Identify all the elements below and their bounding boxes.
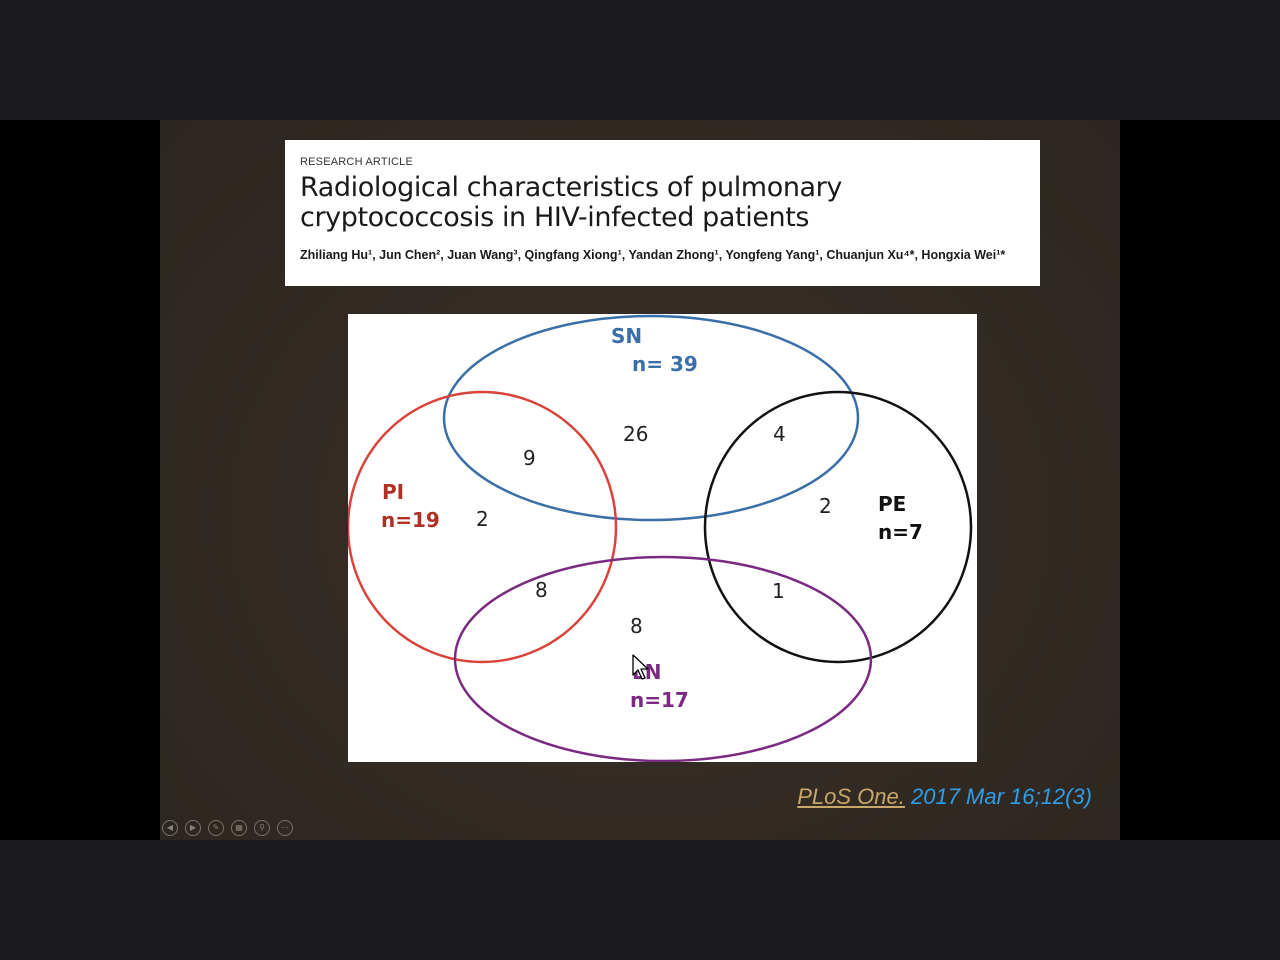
article-header-image: RESEARCH ARTICLE Radiological characteri… (285, 140, 1040, 286)
ln-ellipse (453, 555, 873, 762)
pi-count-label: n=19 (381, 508, 440, 532)
ln-count-label: n=17 (630, 688, 689, 712)
article-authors: Zhiliang Hu¹, Jun Chen², Juan Wang³, Qin… (300, 248, 1006, 262)
more-icon[interactable]: ⋯ (277, 820, 293, 836)
region-pi-ln: 8 (535, 578, 548, 602)
sn-name-label: SN (611, 324, 642, 348)
region-pe-ln: 1 (772, 579, 785, 603)
region-pe-only: 2 (819, 494, 832, 518)
top-letterbox (0, 0, 1280, 120)
journal-link[interactable]: PLoS One. (797, 784, 905, 809)
region-sn-only: 26 (623, 422, 648, 446)
zoom-icon[interactable]: ⚲ (254, 820, 270, 836)
pe-count-label: n=7 (878, 520, 923, 544)
article-type-label: RESEARCH ARTICLE (300, 156, 414, 168)
region-sn-pi: 9 (523, 446, 536, 470)
slides-icon[interactable]: ▦ (231, 820, 247, 836)
right-letterbox (1120, 120, 1280, 840)
next-icon[interactable]: ▶ (185, 820, 201, 836)
citation: PLoS One. 2017 Mar 16;12(3) (797, 784, 1092, 810)
sn-ellipse (442, 314, 860, 522)
presentation-slide[interactable]: RESEARCH ARTICLE Radiological characteri… (160, 120, 1120, 840)
article-title: Radiological characteristics of pulmonar… (300, 172, 842, 233)
citation-date: 2017 Mar 16;12(3) (904, 784, 1092, 809)
pe-circle (703, 390, 973, 664)
bottom-letterbox (0, 840, 1280, 960)
venn-diagram-image: SN n= 39 PI n=19 PE n=7 LN n=17 26 9 4 2… (348, 314, 977, 762)
venn-diagram: SN n= 39 PI n=19 PE n=7 LN n=17 26 9 4 2… (348, 314, 973, 762)
left-letterbox (0, 120, 160, 840)
previous-icon[interactable]: ◀ (162, 820, 178, 836)
sn-count-label: n= 39 (632, 352, 698, 376)
pi-name-label: PI (382, 480, 404, 504)
mouse-cursor-icon (632, 654, 649, 680)
region-pi-only: 2 (476, 507, 489, 531)
region-sn-pe: 4 (773, 422, 786, 446)
slide-controls: ◀ ▶ ✎ ▦ ⚲ ⋯ (162, 820, 293, 836)
pi-circle (348, 390, 618, 664)
region-ln-only: 8 (630, 614, 643, 638)
pen-icon[interactable]: ✎ (208, 820, 224, 836)
pe-name-label: PE (878, 492, 906, 516)
